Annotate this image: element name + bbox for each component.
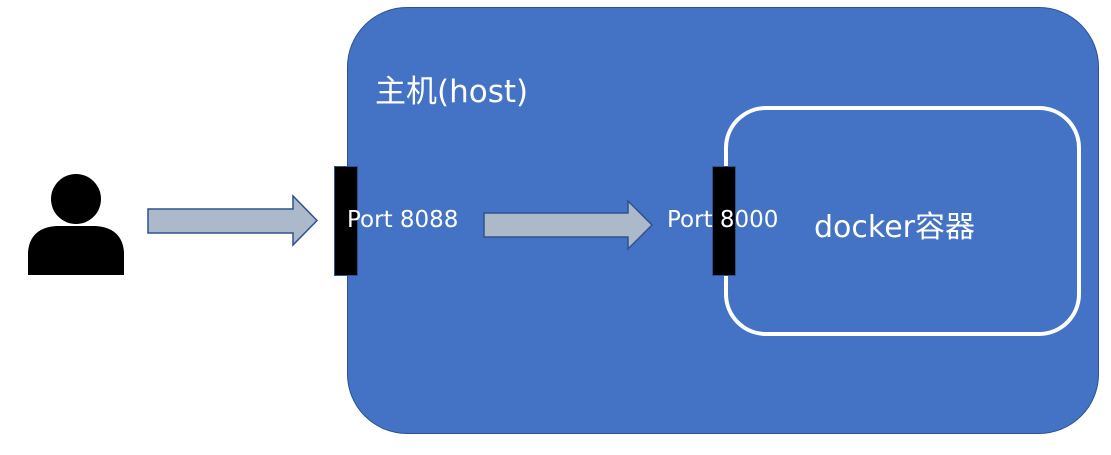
- host-label: 主机(host): [375, 74, 529, 110]
- person-body: [28, 226, 124, 275]
- port-8000-bar: [712, 166, 736, 276]
- port-8088-label: Port 8088: [347, 207, 459, 233]
- person-head: [51, 174, 101, 224]
- arrow-user-to-port-8088: [147, 194, 319, 247]
- port-8088-bar: [334, 166, 358, 276]
- port-8000-label: Port 8000: [667, 207, 779, 233]
- docker-container-label: docker容器: [814, 210, 975, 245]
- person-icon: [28, 174, 124, 275]
- arrow-port-8088-to-port-8000: [483, 199, 654, 251]
